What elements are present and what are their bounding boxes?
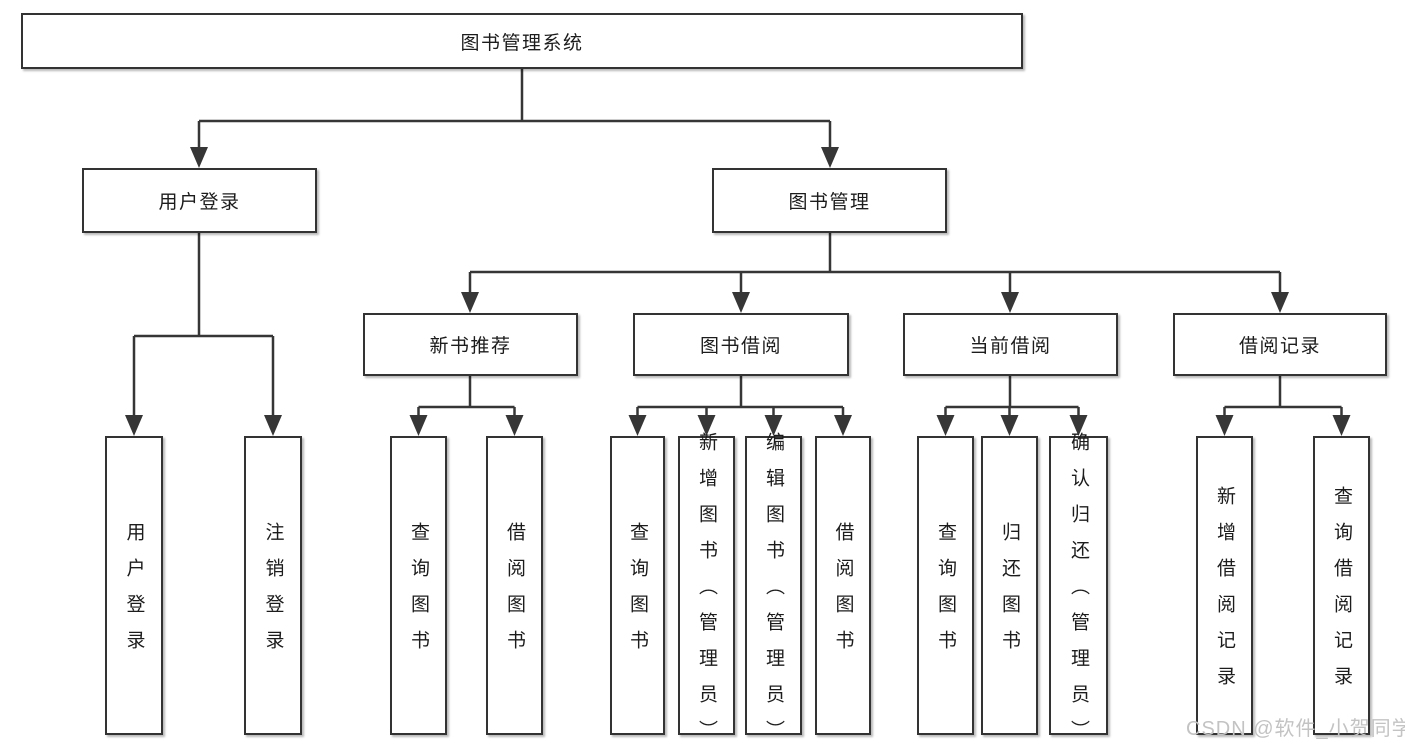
- node-book-borrowing: 图书借阅: [633, 313, 849, 376]
- node-new-book-recommend-label: 新书推荐: [429, 336, 512, 357]
- arrowhead: [1069, 415, 1088, 436]
- arrowhead: [1215, 415, 1234, 436]
- arrowhead: [1271, 292, 1289, 313]
- arrowhead: [125, 415, 143, 436]
- node-leaf-borrow-books-recommend-label: 借阅图书: [504, 522, 525, 666]
- node-root-label: 图书管理系统: [460, 32, 584, 54]
- node-leaf-logout-label: 注销登录: [262, 522, 284, 666]
- node-user-login: 用户登录: [82, 168, 317, 233]
- node-leaf-query-books-recommend-label: 查询图书: [408, 522, 429, 666]
- node-current-borrowing-label: 当前借阅: [969, 336, 1052, 357]
- node-leaf-query-books-recommend: 查询图书: [390, 436, 447, 735]
- connector-path: [132, 69, 1343, 417]
- node-leaf-query-borrow-record-label: 查询借阅记录: [1331, 486, 1352, 702]
- node-borrow-records-label: 借阅记录: [1238, 336, 1321, 357]
- node-leaf-query-borrow-record: 查询借阅记录: [1313, 436, 1370, 735]
- arrowhead: [264, 415, 282, 436]
- arrowhead: [190, 147, 208, 168]
- node-leaf-return-books: 归还图书: [981, 436, 1038, 735]
- arrowhead: [461, 292, 479, 313]
- node-leaf-add-books-admin-label: 新增图书（管理员）: [696, 432, 717, 747]
- arrowhead: [764, 415, 783, 436]
- arrowhead: [834, 415, 852, 436]
- arrowhead: [936, 415, 955, 436]
- node-leaf-add-borrow-record-label: 新增借阅记录: [1214, 486, 1235, 702]
- node-book-management: 图书管理: [712, 168, 947, 233]
- node-leaf-confirm-return-admin: 确认归还（管理员）: [1049, 432, 1108, 747]
- node-borrow-records: 借阅记录: [1173, 313, 1387, 376]
- arrowhead: [732, 292, 750, 313]
- node-current-borrowing: 当前借阅: [903, 313, 1118, 376]
- node-leaf-query-books-current: 查询图书: [917, 436, 974, 735]
- arrowhead: [1332, 415, 1351, 436]
- node-leaf-query-books-current-label: 查询图书: [935, 522, 956, 666]
- arrowhead: [505, 415, 524, 436]
- node-leaf-edit-books-admin-label: 编辑图书（管理员）: [763, 432, 784, 747]
- node-leaf-return-books-label: 归还图书: [999, 522, 1020, 666]
- node-leaf-add-borrow-record: 新增借阅记录: [1196, 436, 1253, 735]
- arrowhead: [409, 415, 428, 436]
- node-leaf-query-books-borrow: 查询图书: [610, 436, 665, 735]
- node-leaf-add-books-admin: 新增图书（管理员）: [678, 432, 735, 747]
- arrowhead: [821, 147, 839, 168]
- node-leaf-user-login: 用户登录: [105, 436, 163, 735]
- node-leaf-borrow-books-label: 借阅图书: [832, 522, 854, 666]
- arrowhead: [628, 415, 647, 436]
- node-leaf-edit-books-admin: 编辑图书（管理员）: [745, 432, 802, 747]
- arrowhead: [697, 415, 716, 436]
- node-leaf-borrow-books: 借阅图书: [815, 436, 871, 735]
- node-leaf-query-books-borrow-label: 查询图书: [627, 522, 648, 666]
- node-leaf-user-login-label: 用户登录: [123, 522, 145, 666]
- arrowhead: [1000, 415, 1019, 436]
- node-leaf-confirm-return-admin-label: 确认归还（管理员）: [1068, 432, 1089, 747]
- node-user-login-label: 用户登录: [158, 192, 241, 213]
- arrowhead: [1001, 292, 1019, 313]
- csdn-watermark: CSDN @软件_小贺同学: [1186, 718, 1405, 740]
- node-book-borrowing-label: 图书借阅: [699, 336, 782, 357]
- node-root: 图书管理系统: [21, 13, 1023, 69]
- node-leaf-borrow-books-recommend: 借阅图书: [486, 436, 543, 735]
- node-book-management-label: 图书管理: [788, 192, 871, 213]
- node-leaf-logout: 注销登录: [244, 436, 302, 735]
- node-new-book-recommend: 新书推荐: [363, 313, 578, 376]
